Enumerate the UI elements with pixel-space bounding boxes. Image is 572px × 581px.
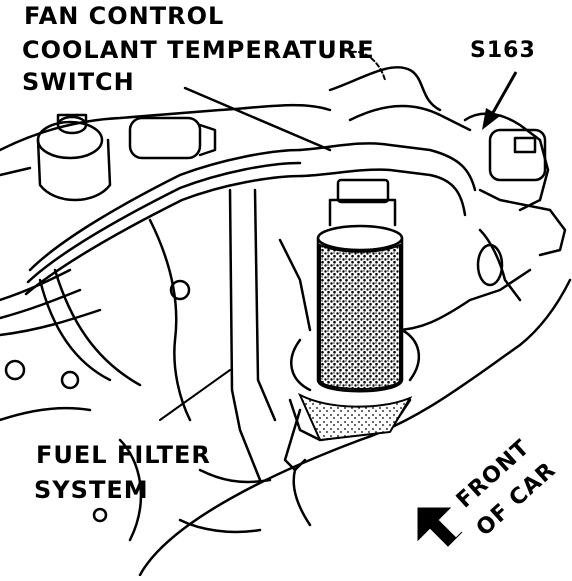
fender-outline bbox=[138, 278, 572, 577]
fan-control-label-line3: SWITCH bbox=[22, 68, 135, 96]
fan-control-label-line1: FAN CONTROL bbox=[24, 2, 225, 30]
fuel-filter-canister-outline bbox=[316, 236, 404, 393]
s163-label: S163 bbox=[470, 38, 536, 63]
egr-valve bbox=[488, 128, 547, 182]
fuel-filter-canister-fill bbox=[319, 243, 401, 390]
fan-control-label-line2: COOLANT TEMPERATURE bbox=[22, 36, 375, 64]
fuel-filter-label-line2: SYSTEM bbox=[34, 476, 149, 504]
fuel-filter-label-line1: FUEL FILTER bbox=[36, 441, 211, 469]
filler-cap bbox=[36, 120, 104, 160]
engine-outline-right bbox=[393, 268, 532, 332]
s163-pointer-arrow-icon bbox=[482, 71, 518, 130]
fan-switch-leader bbox=[183, 86, 332, 152]
front-of-car-arrow-icon bbox=[417, 507, 463, 547]
fuel-filter-leader bbox=[159, 369, 231, 421]
